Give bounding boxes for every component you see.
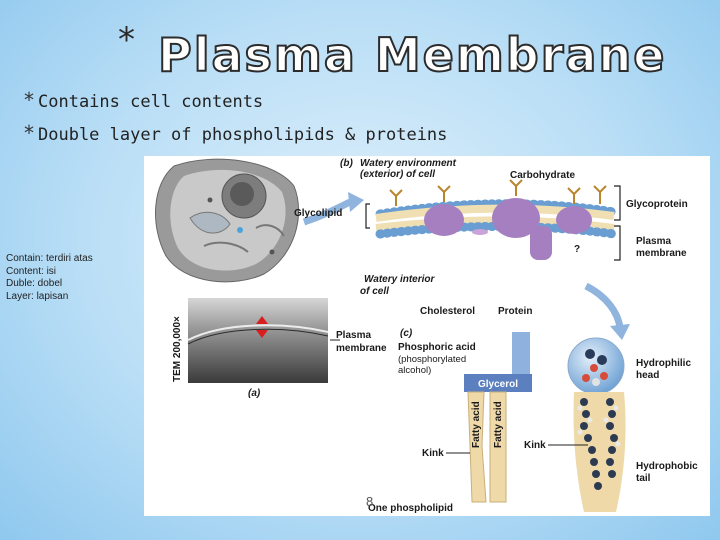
plasma-membrane-a-label-1: Plasma — [336, 330, 371, 341]
zoom-arrow-2 — [584, 282, 624, 329]
fatty-acid-label-2: Fatty acid — [493, 401, 504, 448]
page-number: 8 — [366, 494, 374, 509]
unknown-glyph: ? — [574, 244, 580, 255]
phosphoric-acid-label-2: (phosphorylated — [398, 354, 466, 365]
cell-illustration — [155, 158, 300, 283]
plasma-membrane-a-label-2: membrane — [336, 343, 387, 354]
vocab-note: Content: isi — [6, 265, 57, 277]
plasma-membrane-figure: TEM 200,000× Plasma membrane (a) — [144, 156, 710, 516]
bullet-marker: * — [24, 88, 34, 112]
hydrophobic-label-1: Hydrophobic — [636, 461, 698, 472]
glycoprotein-bracket — [614, 185, 621, 221]
zoom-arrow-2-head — [610, 324, 630, 340]
title-bullet-marker: * — [118, 20, 135, 60]
hydrophilic-label-1: Hydrophilic — [636, 358, 691, 369]
bullet-text: Double layer of phospholipids & proteins — [38, 125, 448, 145]
kink-label-right: Kink — [524, 440, 546, 451]
tem-label: TEM 200,000× — [172, 316, 183, 382]
plasma-membrane-bracket — [614, 225, 621, 261]
phospholipid-molecular-model — [567, 337, 626, 512]
phosphoric-acid-label-3: alcohol) — [398, 365, 431, 376]
part-b-letter: (b) — [340, 158, 353, 169]
phosphoric-acid-label-1: Phosphoric acid — [398, 342, 476, 353]
bullet-marker: * — [24, 121, 34, 145]
watery-environment-label-1: Watery environment — [360, 158, 457, 169]
part-c-letter: (c) — [400, 328, 413, 339]
kink-label-left: Kink — [422, 448, 444, 459]
watery-interior-label-2: of cell — [360, 286, 389, 297]
plasma-membrane-b-label-2: membrane — [636, 248, 687, 259]
watery-interior-label-1: Watery interior — [364, 274, 435, 285]
protein-label: Protein — [498, 306, 532, 317]
figure-illustration: TEM 200,000× Plasma membrane (a) — [155, 158, 698, 514]
vocab-note: Duble: dobel — [6, 278, 63, 289]
plasma-membrane-b-label-1: Plasma — [636, 236, 671, 247]
vocab-note: Layer: lapisan — [6, 290, 69, 302]
slide-title: Plasma Membrane — [157, 27, 667, 83]
bullet-contains-cell-contents: *Contains cell contents — [24, 88, 263, 112]
fatty-acid-label-1: Fatty acid — [471, 401, 482, 448]
vocab-notes: Contain: terdiri atas Content: isi Duble… — [6, 253, 93, 303]
carbohydrate-label: Carbohydrate — [510, 170, 575, 181]
glycolipid-label: Glycolipid — [294, 208, 342, 219]
zoom-arrow-head — [348, 192, 364, 212]
phospholipid-schematic: Glycerol Fatty acid Fatty acid — [464, 332, 532, 503]
tem-micrograph — [187, 298, 340, 383]
hydrophilic-label-2: head — [636, 370, 659, 381]
vocab-note: Contain: terdiri atas — [6, 253, 93, 264]
cholesterol-label: Cholesterol — [420, 306, 475, 317]
bullet-text: Contains cell contents — [38, 92, 264, 112]
membrane-bilayer — [375, 179, 619, 260]
zoom-arrow — [302, 198, 352, 226]
watery-environment-label-2: (exterior) of cell — [360, 169, 435, 180]
glycolipid-bracket — [365, 203, 370, 229]
one-phospholipid-label: One phospholipid — [368, 503, 453, 514]
glycerol-label: Glycerol — [478, 379, 518, 390]
bullet-double-layer: *Double layer of phospholipids & protein… — [24, 121, 447, 145]
part-a-letter: (a) — [248, 388, 261, 399]
glycoprotein-label: Glycoprotein — [626, 199, 688, 210]
hydrophobic-label-2: tail — [636, 473, 651, 484]
